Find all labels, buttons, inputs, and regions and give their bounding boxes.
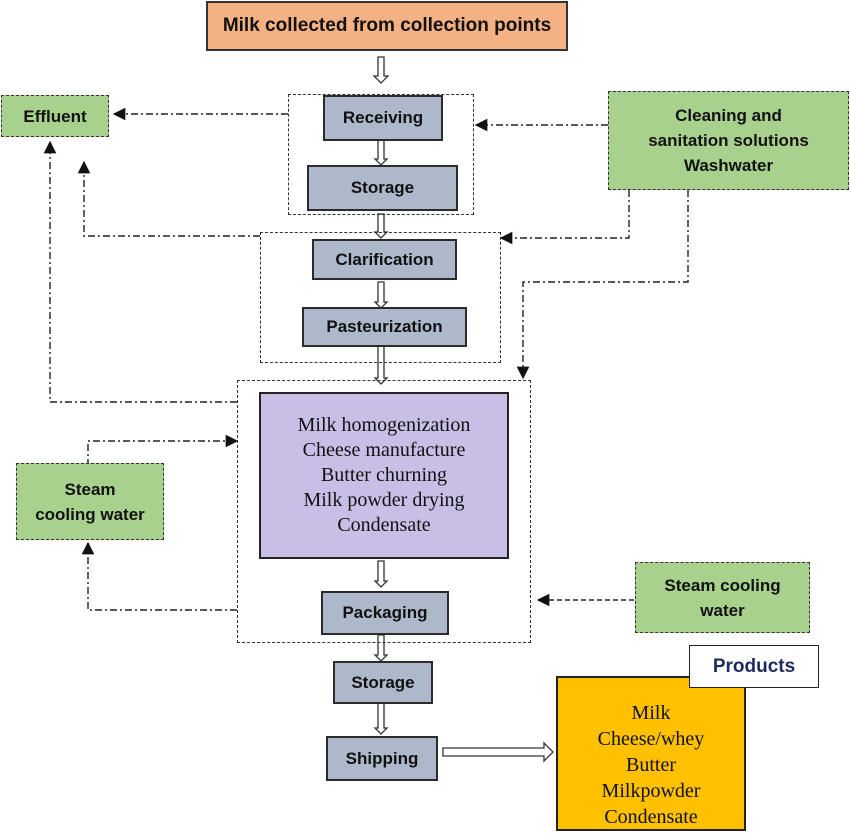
step-label: Storage [351,672,415,692]
product-item: Milkpowder [601,779,701,802]
step-packaging: Packaging [321,591,449,635]
steam-right-line: Steam cooling [664,575,781,595]
product-item: Butter [626,753,676,776]
step-label: Packaging [342,603,428,622]
connector-processing-to-effluent [43,140,237,403]
connector-cleaning-to-clarification [499,190,630,245]
product-item: Condensate [604,805,698,828]
source-milk-collection: Milk collected from collection points [206,1,568,51]
product-item: Cheese/whey [597,727,705,750]
arrow-shipping-to-products [442,741,554,763]
arrow-processing-to-packaging [373,560,389,588]
products-title-label: Products [712,655,796,677]
step-receiving: Receiving [323,95,443,141]
arrow-packaging-to-storage [373,634,389,662]
step-pasteurization: Pasteurization [302,307,467,347]
steam-right-line: water [700,600,745,620]
arrow-source-to-receiving [372,56,390,84]
cleaning-solutions-box: Cleaning and sanitation solutions Washwa… [608,91,849,190]
products-box: Milk Cheese/whey Butter Milkpowder Conde… [556,676,746,831]
connector-clarification-to-effluent [77,160,260,237]
step-label: Shipping [345,748,419,768]
cleaning-line: Washwater [683,156,774,175]
product-item: Milk [631,701,671,724]
processing-line: Butter churning [320,464,448,486]
steam-left-line: cooling water [35,504,145,524]
cleaning-line: sanitation solutions [648,131,809,150]
processing-line: Milk powder drying [303,489,465,511]
effluent-label: Effluent [23,106,87,126]
processing-operations-box: Milk homogenization Cheese manufacture B… [259,392,509,559]
processing-line: Cheese manufacture [302,439,466,461]
group-processing-packaging [237,380,531,643]
group-clarification-pasteurization [260,232,501,363]
connector-steam-left-to-processing [87,434,239,466]
effluent-box: Effluent [1,95,109,137]
connector-cleaning-to-processing [516,190,689,380]
step-label: Clarification [335,249,434,269]
group-receiving-storage [288,94,474,215]
step-shipping: Shipping [326,736,438,781]
step-label: Pasteurization [326,317,443,336]
steam-cooling-water-left-box: Steam cooling water [16,463,164,540]
connector-processing-to-steam-left [81,541,237,611]
source-label: Milk collected from collection points [222,15,552,36]
flow-arrows [372,56,554,763]
arrow-pasteurization-to-processing [373,344,389,385]
step-storage-1: Storage [307,165,458,211]
steam-cooling-water-right-box: Steam cooling water [635,562,810,633]
step-clarification: Clarification [312,239,457,280]
cleaning-line: Cleaning and [675,106,782,125]
arrow-storage-to-shipping [373,702,389,735]
step-label: Receiving [342,108,424,127]
arrow-receiving-to-storage [373,139,389,166]
processing-line: Milk homogenization [297,414,471,436]
step-label: Storage [350,178,415,197]
arrow-clarification-to-pasteurization [373,281,389,309]
step-storage-2: Storage [333,661,433,704]
steam-left-line: Steam [64,479,116,499]
products-title: Products [689,645,819,688]
processing-line: Condensate [337,514,431,536]
